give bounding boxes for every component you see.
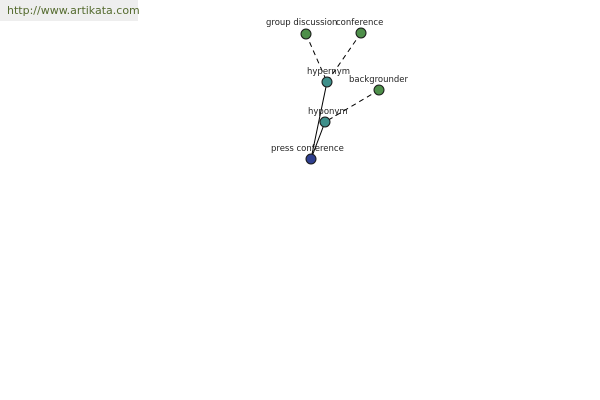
label-conference: conference (336, 18, 383, 28)
label-hypernym: hypernym (307, 67, 350, 77)
edge-hypernym-press-conference (310, 81, 328, 160)
label-group-discussion: group discussion (266, 18, 337, 28)
node-hyponym[interactable] (319, 116, 331, 128)
node-group-discussion[interactable] (300, 28, 312, 40)
edge-conference-hypernym (326, 32, 362, 83)
edges-group (305, 32, 380, 160)
label-press-conference: press conference (271, 144, 344, 154)
watermark-link[interactable]: http://www.artikata.com (0, 0, 140, 21)
label-hyponym: hyponym (308, 107, 348, 117)
label-backgrounder: backgrounder (349, 75, 409, 85)
node-press-conference[interactable] (305, 153, 317, 165)
node-hypernym[interactable] (321, 76, 333, 88)
labels-group: group discussion conference hypernym bac… (266, 18, 409, 154)
edge-hyponym-press-conference (310, 121, 326, 160)
nodes-group (300, 27, 385, 165)
node-conference[interactable] (355, 27, 367, 39)
edge-backgrounder-hyponym (324, 89, 380, 123)
node-backgrounder[interactable] (373, 84, 385, 96)
